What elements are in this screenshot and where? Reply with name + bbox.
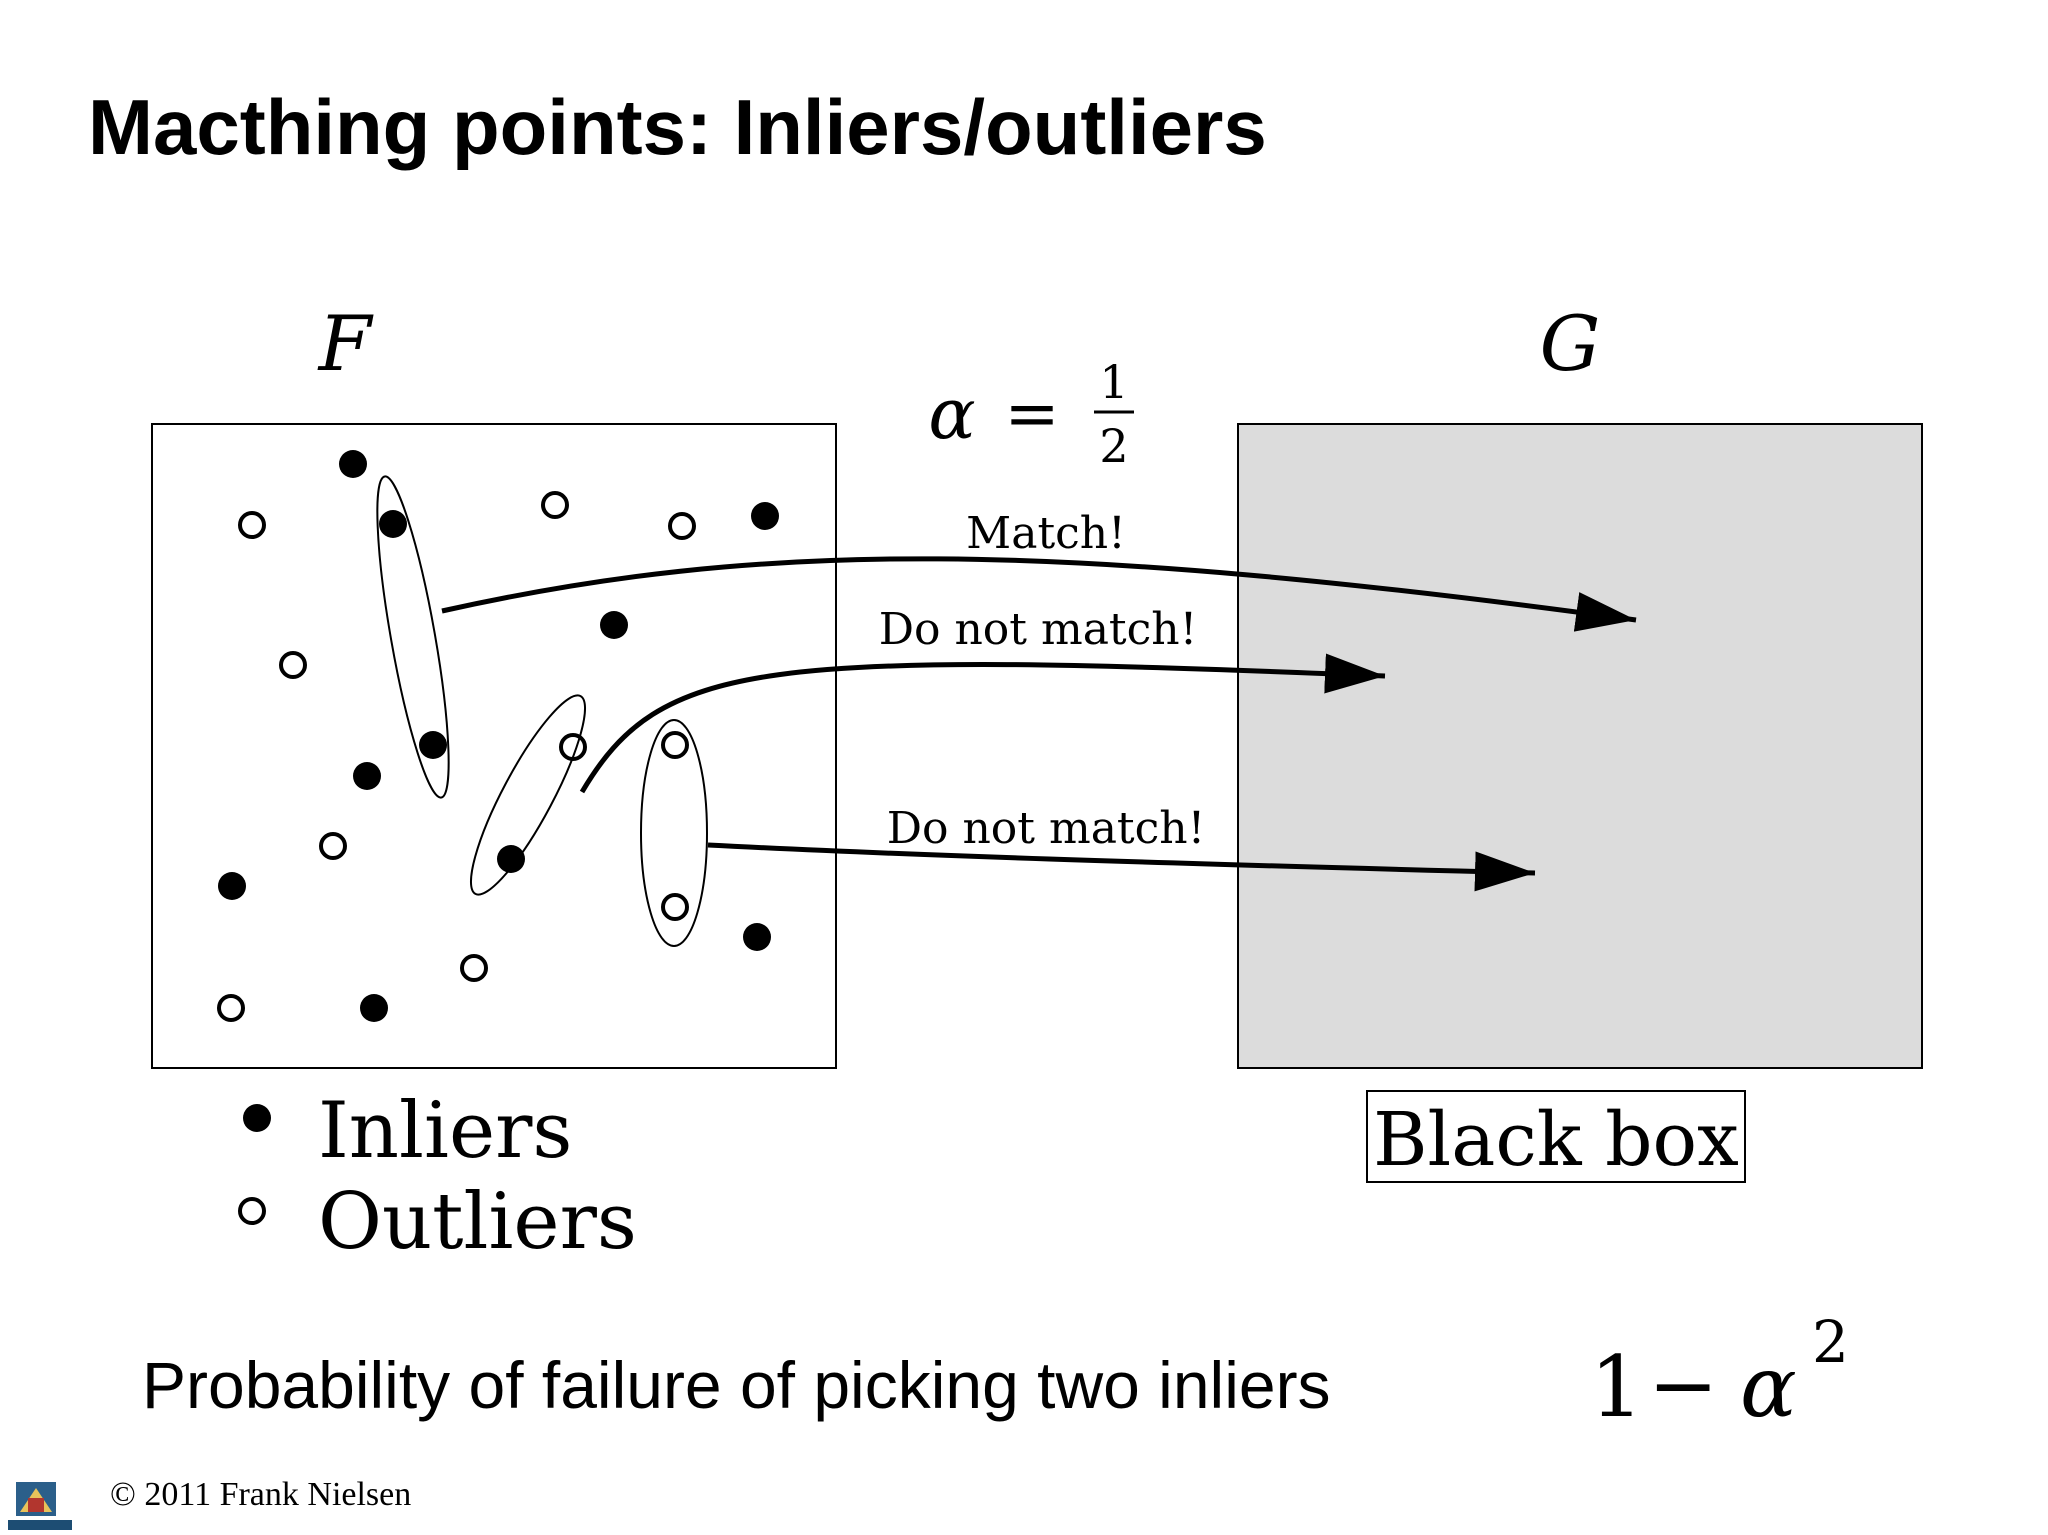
formula-minus: − (1648, 1336, 1718, 1434)
failure-formula: 1 − α 2 (1590, 1308, 1849, 1436)
equals-sign: = (1004, 375, 1059, 452)
set-f-label: F (317, 299, 374, 388)
probability-statement: Probability of failure of picking two in… (142, 1348, 1331, 1422)
slide-title: Macthing points: Inliers/outliers (88, 83, 1267, 171)
inlier-point (497, 845, 525, 873)
inlier-point (743, 923, 771, 951)
outlier-point (279, 651, 307, 679)
formula-one: 1 (1590, 1338, 1643, 1436)
no-match-label-1: Do not match! (879, 604, 1198, 655)
inlier-point (339, 450, 367, 478)
match-arrow (441, 556, 1637, 632)
outlier-point (668, 512, 696, 540)
outlier-point (541, 491, 569, 519)
inlier-legend-dot (243, 1104, 271, 1132)
inlier-point (751, 502, 779, 530)
no-match-arrow-2 (707, 842, 1536, 892)
copyright-footer: © 2011 Frank Nielsen (110, 1476, 412, 1513)
outlier-point (460, 954, 488, 982)
outlier-point (661, 893, 689, 921)
outlier-point (238, 511, 266, 539)
no-match-label-2: Do not match! (887, 803, 1206, 854)
inlier-point (353, 762, 381, 790)
black-box-label: Black box (1373, 1097, 1739, 1183)
fraction-numerator: 1 (1099, 355, 1128, 409)
outlier-point (319, 832, 347, 860)
pair-ellipse-mixed (469, 694, 587, 896)
outlier-legend-dot (238, 1197, 266, 1225)
set-g-label: G (1540, 299, 1601, 388)
inlier-points (218, 450, 779, 1022)
formula-exponent: 2 (1812, 1308, 1849, 1376)
legend: Inliers Outliers (238, 1086, 637, 1267)
alpha-symbol: α (928, 373, 975, 455)
inlier-point (419, 731, 447, 759)
inlier-point (360, 994, 388, 1022)
fraction-denominator: 2 (1099, 419, 1128, 473)
black-box-label-frame (1366, 1090, 1746, 1183)
inlier-legend-label: Inliers (318, 1086, 572, 1176)
match-label: Match! (966, 508, 1126, 559)
inlier-point (600, 611, 628, 639)
outlier-legend-label: Outliers (318, 1177, 637, 1267)
inlier-point (218, 872, 246, 900)
alpha-equation: α = 1 2 (928, 355, 1134, 473)
inlier-point (379, 510, 407, 538)
set-f-box (151, 423, 837, 1069)
outlier-point (661, 731, 689, 759)
pair-ellipse-match (376, 475, 450, 799)
pair-ellipse-outliers (640, 719, 708, 947)
outlier-point (217, 994, 245, 1022)
formula-alpha: α (1740, 1338, 1797, 1436)
school-logo (8, 1482, 72, 1530)
no-match-arrow-1 (579, 653, 1386, 794)
set-g-box (1237, 423, 1923, 1069)
